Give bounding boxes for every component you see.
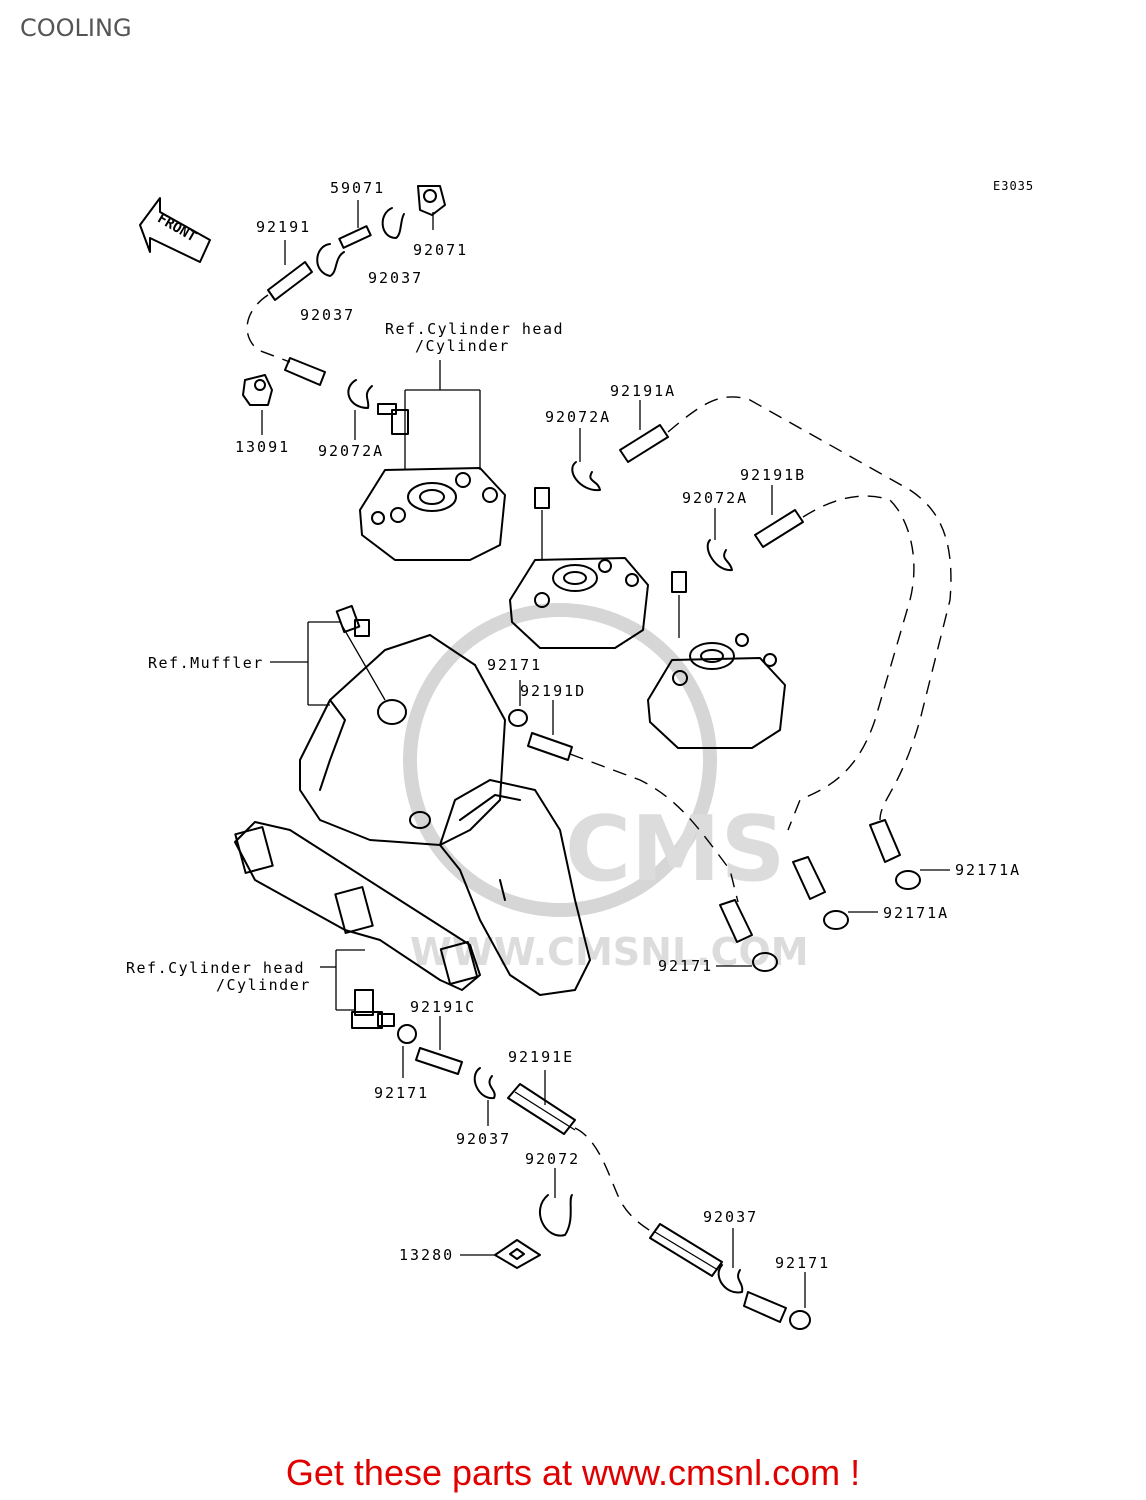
elbow-fitting-3 [671,571,687,593]
ref-muffler-bracket [270,621,386,706]
hose-corrugated-2 [649,1223,723,1277]
cms-watermark: CMS WWW.CMSNL.COM [403,603,809,974]
label-92171-end: 92171 [775,1254,830,1272]
footer-promo-text[interactable]: Get these parts at www.cmsnl.com ! [285,1452,861,1493]
clip-92072A-2 [571,461,601,492]
diagram-code: E3035 [993,179,1034,193]
label-92071: 92071 [413,241,468,259]
label-92191D: 92191D [520,682,586,700]
label-13091: 13091 [235,438,290,456]
label-ref-cylinder-top-1: Ref.Cylinder head [385,320,564,338]
cylinder-head-3 [647,633,786,749]
hose-92191C [415,1016,463,1075]
tee-fitting [351,989,395,1029]
label-ref-cylinder-top-2: /Cylinder [415,337,510,355]
clip-92037-2 [316,243,345,277]
label-92037-b: 92037 [300,306,355,324]
label-92191: 92191 [256,218,311,236]
hose-92191D [527,700,573,761]
label-92171A-1: 92171A [955,861,1021,879]
label-ref-cylinder-low-1: Ref.Cylinder head [126,959,305,977]
hose-end-2 [792,856,826,900]
clamp-92171-mid [508,680,528,727]
clip-92037-4 [717,1228,744,1294]
page-title: COOLING [20,14,132,42]
hose-segment [284,357,326,386]
clip-92072A [347,379,373,409]
clamp-92171-low [716,952,778,972]
ref-cylinder-bracket-top [404,360,481,470]
hose-92191 [267,240,313,301]
label-92072A-3: 92072A [682,489,748,507]
clip-92037-3 [473,1067,496,1126]
hose-92191B [754,509,804,548]
clip-92072A-3 [706,539,733,572]
hose-end-1 [869,819,901,863]
label-92037-d: 92037 [703,1208,758,1226]
elbow-fitting [377,403,409,435]
hose-92191A [619,424,669,463]
label-ref-cylinder-low-2: /Cylinder [216,976,311,994]
bolt-59071 [338,200,372,249]
hose-end-4 [743,1291,787,1323]
clip-92037 [381,207,405,239]
clamp-92171-left [397,1024,417,1078]
label-ref-muffler: Ref.Muffler [148,654,264,672]
front-arrow-icon: FRONT [139,197,211,263]
watermark-logo: CMS [565,797,785,902]
clamp-92171-end [789,1272,811,1330]
muffler-nipple [335,604,370,637]
clip-92072 [538,1168,573,1237]
label-92171-mid: 92171 [487,656,542,674]
elbow-fitting-2 [534,487,550,509]
label-92191A: 92191A [610,382,676,400]
label-92072A-2: 92072A [545,408,611,426]
label-92171A-2: 92171A [883,904,949,922]
cylinder-head-2 [509,557,649,649]
ref-cylinder-bracket-low [320,949,365,1011]
clamp-92171A-1 [895,869,950,890]
muffler [299,634,591,996]
front-label: FRONT [155,211,200,246]
label-92072A-1: 92072A [318,442,384,460]
hose-92191E [507,1070,576,1135]
hose-end-3 [719,899,753,943]
label-59071: 59071 [330,179,385,197]
label-13280: 13280 [399,1246,454,1264]
label-92171-low: 92171 [658,957,713,975]
label-92191C: 92191C [410,998,476,1016]
exhaust-manifold [234,821,481,991]
label-92191E: 92191E [508,1048,574,1066]
label-92037-c: 92037 [456,1130,511,1148]
clamp-92171A-2 [823,910,878,930]
fitting-92071 [417,185,446,230]
label-92072: 92072 [525,1150,580,1168]
label-92191B: 92191B [740,466,806,484]
grommet-13091 [242,374,273,435]
label-92171-left: 92171 [374,1084,429,1102]
cylinder-head-1 [359,467,506,561]
label-92037-a: 92037 [368,269,423,287]
pad-13280 [460,1239,541,1269]
